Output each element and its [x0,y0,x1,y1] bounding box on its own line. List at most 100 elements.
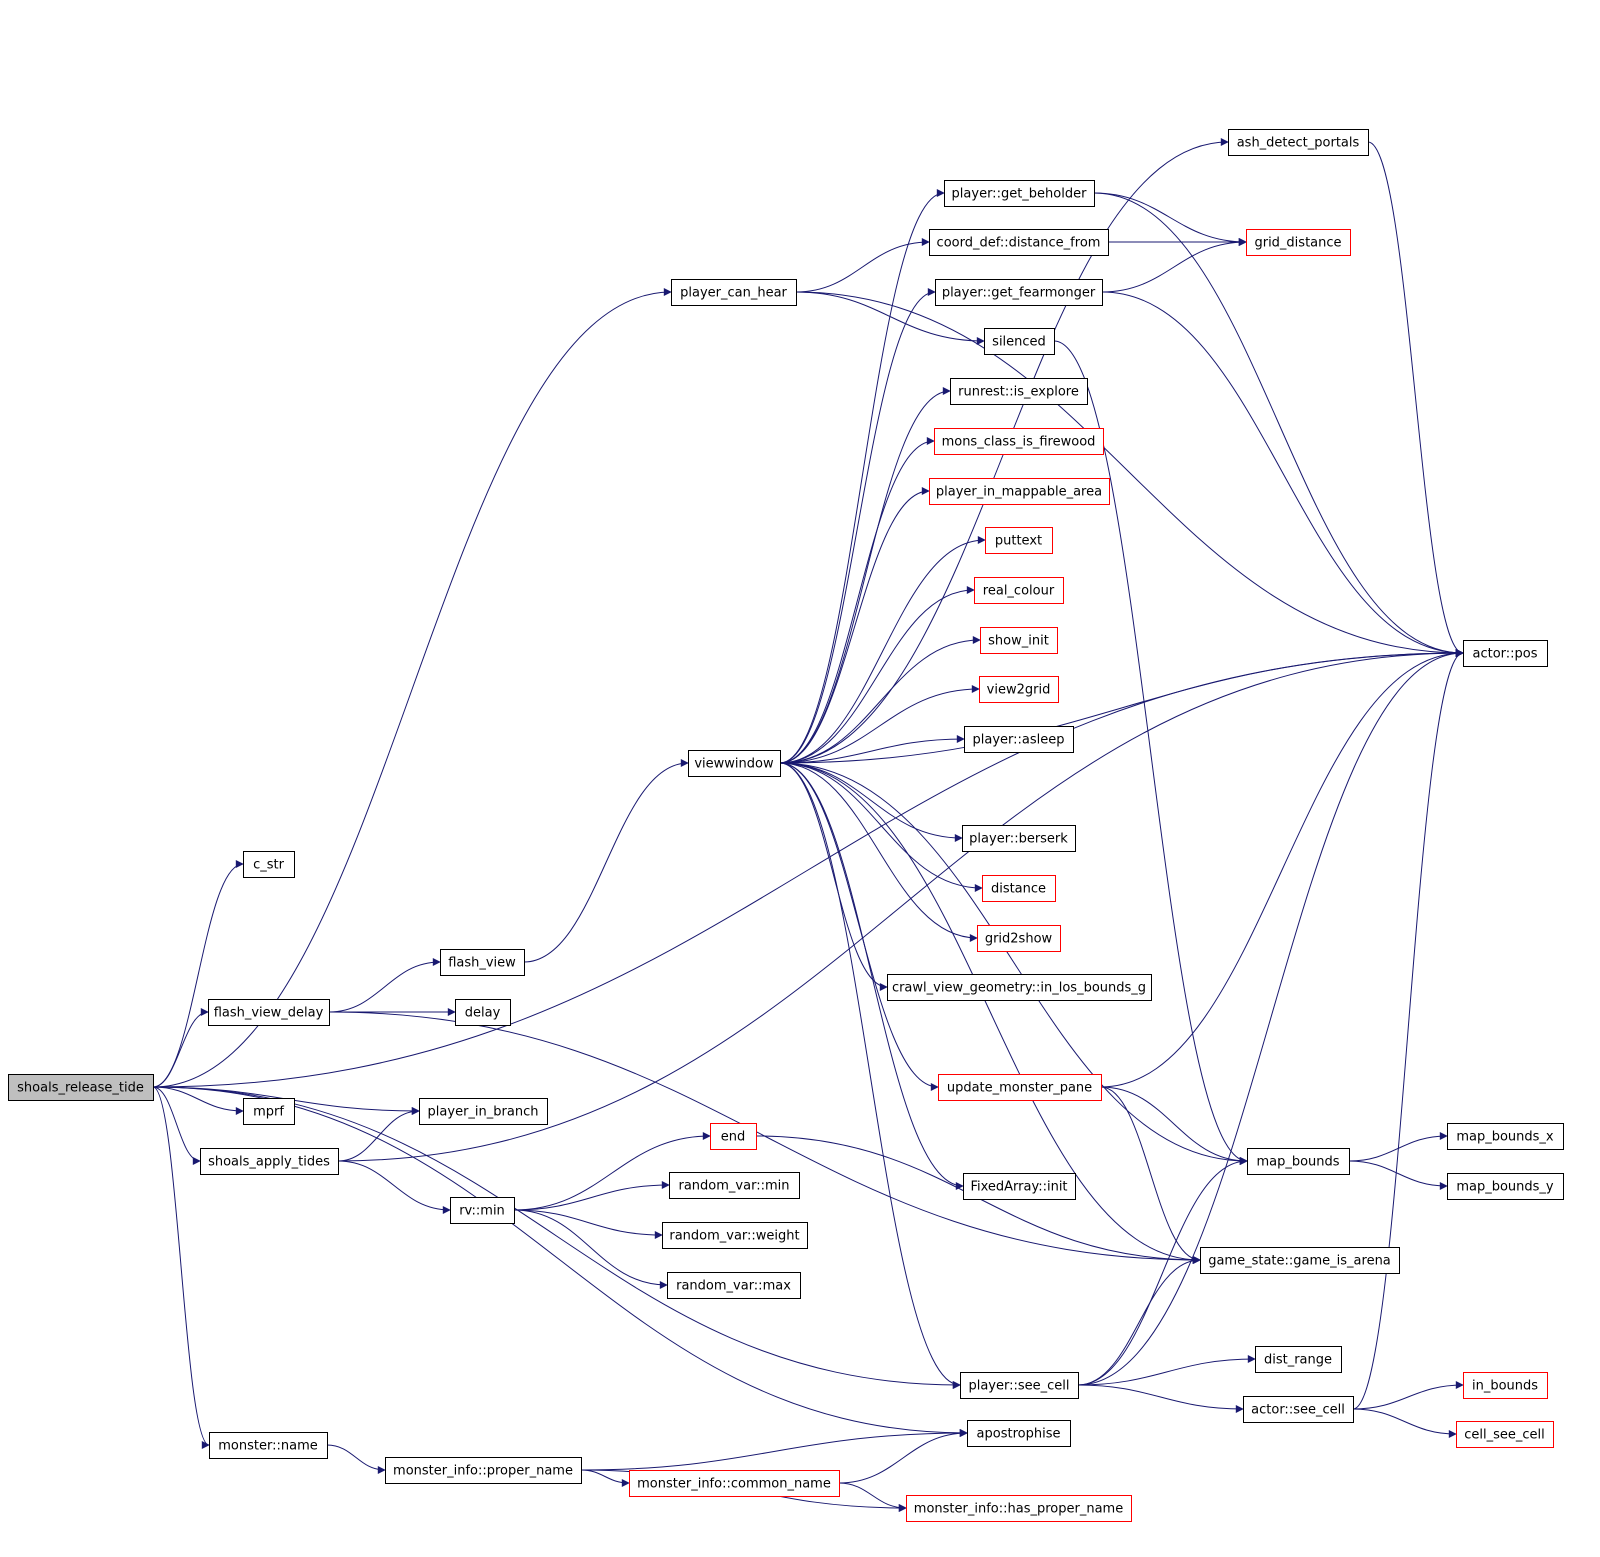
node-player-get-beholder[interactable]: player::get_beholder [944,180,1095,207]
node-label: map_bounds_y [1456,1180,1554,1195]
node-map-bounds-y[interactable]: map_bounds_y [1447,1173,1564,1200]
node-box [974,577,1064,604]
edge-viewwindow-to-runrest-is-explore [779,387,951,764]
node-player-can-hear[interactable]: player_can_hear [671,279,797,306]
edge-map-bounds-to-map-bounds-y [1348,1160,1448,1190]
node-label: actor::pos [1472,647,1537,662]
node-crawl-view-geometry-in-los-bounds-g[interactable]: crawl_view_geometry::in_los_bounds_g [887,974,1152,1001]
node-label: rv::min [459,1204,505,1219]
node-monster-info-has-proper-name[interactable]: monster_info::has_proper_name [906,1495,1132,1522]
node-mons-class-is-firewood[interactable]: mons_class_is_firewood [934,428,1104,455]
node-grid2show[interactable]: grid2show [977,925,1061,952]
edge-viewwindow-to-map-bounds [779,762,1248,1165]
node-box [385,1457,582,1484]
edge-viewwindow-to-game-state-game-is-arena [779,762,1201,1264]
node-box [929,229,1109,256]
node-distance[interactable]: distance [982,875,1056,902]
node-player-get-fearmonger[interactable]: player::get_fearmonger [935,279,1103,306]
edge-shoals-release-tide-to-apostrophise [152,1086,968,1437]
node-label: player::asleep [973,733,1065,748]
node-label: runrest::is_explore [958,385,1079,400]
edge-shoals-apply-tides-to-actor-pos [337,649,1464,1162]
node-label: game_state::game_is_arena [1208,1254,1391,1269]
node-shoals-apply-tides[interactable]: shoals_apply_tides [200,1148,339,1175]
node-actor-pos[interactable]: actor::pos [1463,640,1548,667]
edge-viewwindow-to-update-monster-pane [779,762,939,1091]
node-box [208,999,330,1026]
node-update-monster-pane[interactable]: update_monster_pane [938,1074,1102,1101]
node-end[interactable]: end [710,1123,757,1150]
edge-player-get-beholder-to-actor-pos [1093,192,1464,657]
edge-viewwindow-to-grid2show [779,762,978,942]
node-real-colour[interactable]: real_colour [974,577,1064,604]
node-random-var-weight[interactable]: random_var::weight [662,1222,808,1249]
node-label: crawl_view_geometry::in_los_bounds_g [892,981,1146,996]
node-box [1255,1346,1342,1373]
node-player-in-mappable-area[interactable]: player_in_mappable_area [929,478,1110,505]
node-dist-range[interactable]: dist_range [1255,1346,1342,1373]
node-label: show_init [988,634,1049,649]
node-box [209,1432,328,1459]
node-delay[interactable]: delay [455,999,511,1026]
node-box [1243,1396,1354,1423]
node-label: monster_info::common_name [637,1477,831,1492]
node-show-init[interactable]: show_init [980,627,1058,654]
node-actor-see-cell[interactable]: actor::see_cell [1243,1396,1354,1423]
node-label: player::berserk [969,832,1068,847]
edge-shoals-release-tide-to-player-can-hear [152,288,672,1088]
node-map-bounds[interactable]: map_bounds [1247,1148,1350,1175]
node-box [629,1470,840,1497]
node-fixedarray-init[interactable]: FixedArray::init [963,1173,1076,1200]
node-view2grid[interactable]: view2grid [979,676,1059,703]
node-player-berserk[interactable]: player::berserk [962,825,1076,852]
node-monster-info-proper-name[interactable]: monster_info::proper_name [385,1457,582,1484]
edge-viewwindow-to-crawl-view-geometry-in-los-bounds-g [779,762,888,991]
node-ash-detect-portals[interactable]: ash_detect_portals [1228,129,1369,156]
node-shoals-release-tide[interactable]: shoals_release_tide [8,1074,154,1101]
node-label: mons_class_is_firewood [942,435,1096,450]
node-box [935,279,1103,306]
node-random-var-min[interactable]: random_var::min [669,1172,800,1199]
node-silenced[interactable]: silenced [984,328,1055,355]
node-label: player::get_beholder [952,187,1088,202]
node-box [985,527,1053,554]
node-cell-see-cell[interactable]: cell_see_cell [1456,1421,1554,1448]
edge-viewwindow-to-player-berserk [779,762,963,842]
node-player-in-branch[interactable]: player_in_branch [419,1098,548,1125]
edge-update-monster-pane-to-game-state-game-is-arena [1100,1086,1201,1264]
node-box [8,1074,154,1101]
node-flash-view-delay[interactable]: flash_view_delay [208,999,330,1026]
node-player-asleep[interactable]: player::asleep [964,726,1074,753]
node-c-str[interactable]: c_str [243,851,295,878]
edge-monster-info-common-name-to-monster-info-has-proper-name [838,1482,907,1512]
node-runrest-is-explore[interactable]: runrest::is_explore [950,378,1088,405]
node-label: flash_view [448,956,516,971]
node-grid-distance[interactable]: grid_distance [1246,229,1351,256]
node-flash-view[interactable]: flash_view [440,949,525,976]
edge-viewwindow-to-player-get-beholder [779,189,945,764]
edge-viewwindow-to-actor-pos [779,649,1464,764]
node-coord-def-distance-from[interactable]: coord_def::distance_from [929,229,1109,256]
node-label: player_in_branch [428,1105,539,1120]
node-puttext[interactable]: puttext [985,527,1053,554]
edge-shoals-release-tide-to-monster-name [152,1086,210,1449]
node-monster-name[interactable]: monster::name [209,1432,328,1459]
edge-player-see-cell-to-actor-pos [1077,649,1464,1386]
node-rv-min[interactable]: rv::min [450,1197,515,1224]
node-box [419,1098,548,1125]
node-game-state-game-is-arena[interactable]: game_state::game_is_arena [1200,1247,1400,1274]
node-box [662,1222,808,1249]
edge-viewwindow-to-player-get-fearmonger [779,288,936,764]
node-player-see-cell[interactable]: player::see_cell [960,1372,1079,1399]
node-label: player::get_fearmonger [942,286,1096,301]
edge-viewwindow-to-player-in-mappable-area [779,487,930,764]
node-monster-info-common-name[interactable]: monster_info::common_name [629,1470,840,1497]
node-box [671,279,797,306]
node-in-bounds[interactable]: in_bounds [1463,1372,1548,1399]
node-mprf[interactable]: mprf [243,1098,295,1125]
node-apostrophise[interactable]: apostrophise [967,1420,1071,1447]
node-viewwindow[interactable]: viewwindow [688,750,781,777]
node-map-bounds-x[interactable]: map_bounds_x [1447,1123,1564,1150]
node-random-var-max[interactable]: random_var::max [667,1272,801,1299]
